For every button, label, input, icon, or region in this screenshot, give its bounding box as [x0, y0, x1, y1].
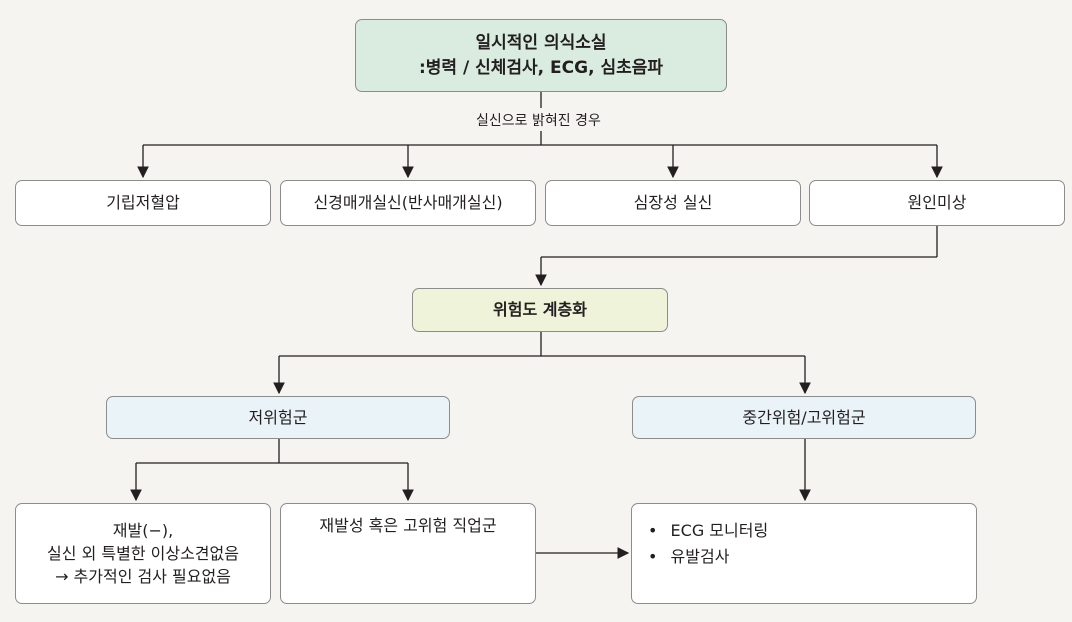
cause-orthostatic-box: 기립저혈압 [15, 180, 271, 226]
cause-cardiac-box: 심장성 실신 [545, 180, 801, 226]
risk-stratification-box: 위험도 계층화 [412, 288, 668, 332]
no-recurrence-line2: 실신 외 특별한 이상소견없음 [47, 543, 239, 563]
root-line2: :병력 / 신체검사, ECG, 심초음파 [418, 57, 664, 78]
action-ecg-label: ECG 모니터링 [670, 521, 769, 540]
cause-neurally-mediated-box: 신경매개실신(반사매개실신) [280, 180, 536, 226]
cause-unknown-box: 원인미상 [809, 180, 1065, 226]
bullet-icon: • [648, 521, 658, 540]
action-provocation-item: • 유발검사 [648, 544, 729, 570]
no-recurrence-box: 재발(−), 실신 외 특별한 이상소견없음 → 추가적인 검사 필요없음 [15, 503, 271, 604]
no-recurrence-line1: 재발(−), [112, 520, 174, 540]
root-box: 일시적인 의식소실 :병력 / 신체검사, ECG, 심초음파 [355, 19, 727, 92]
actions-box: • ECG 모니터링 • 유발검사 [631, 503, 977, 604]
root-line1: 일시적인 의식소실 [475, 32, 607, 53]
action-ecg-item: • ECG 모니터링 [648, 518, 768, 544]
recurrent-high-risk-job-box: 재발성 혹은 고위험 직업군 [280, 503, 536, 604]
bullet-icon: • [648, 546, 658, 566]
mid-high-risk-box: 중간위험/고위험군 [632, 396, 976, 439]
no-recurrence-line3: → 추가적인 검사 필요없음 [55, 567, 231, 587]
low-risk-box: 저위험군 [106, 396, 450, 439]
root-branch-label: 실신으로 밝혀진 경우 [472, 110, 605, 130]
action-provocation-label: 유발검사 [670, 546, 730, 566]
